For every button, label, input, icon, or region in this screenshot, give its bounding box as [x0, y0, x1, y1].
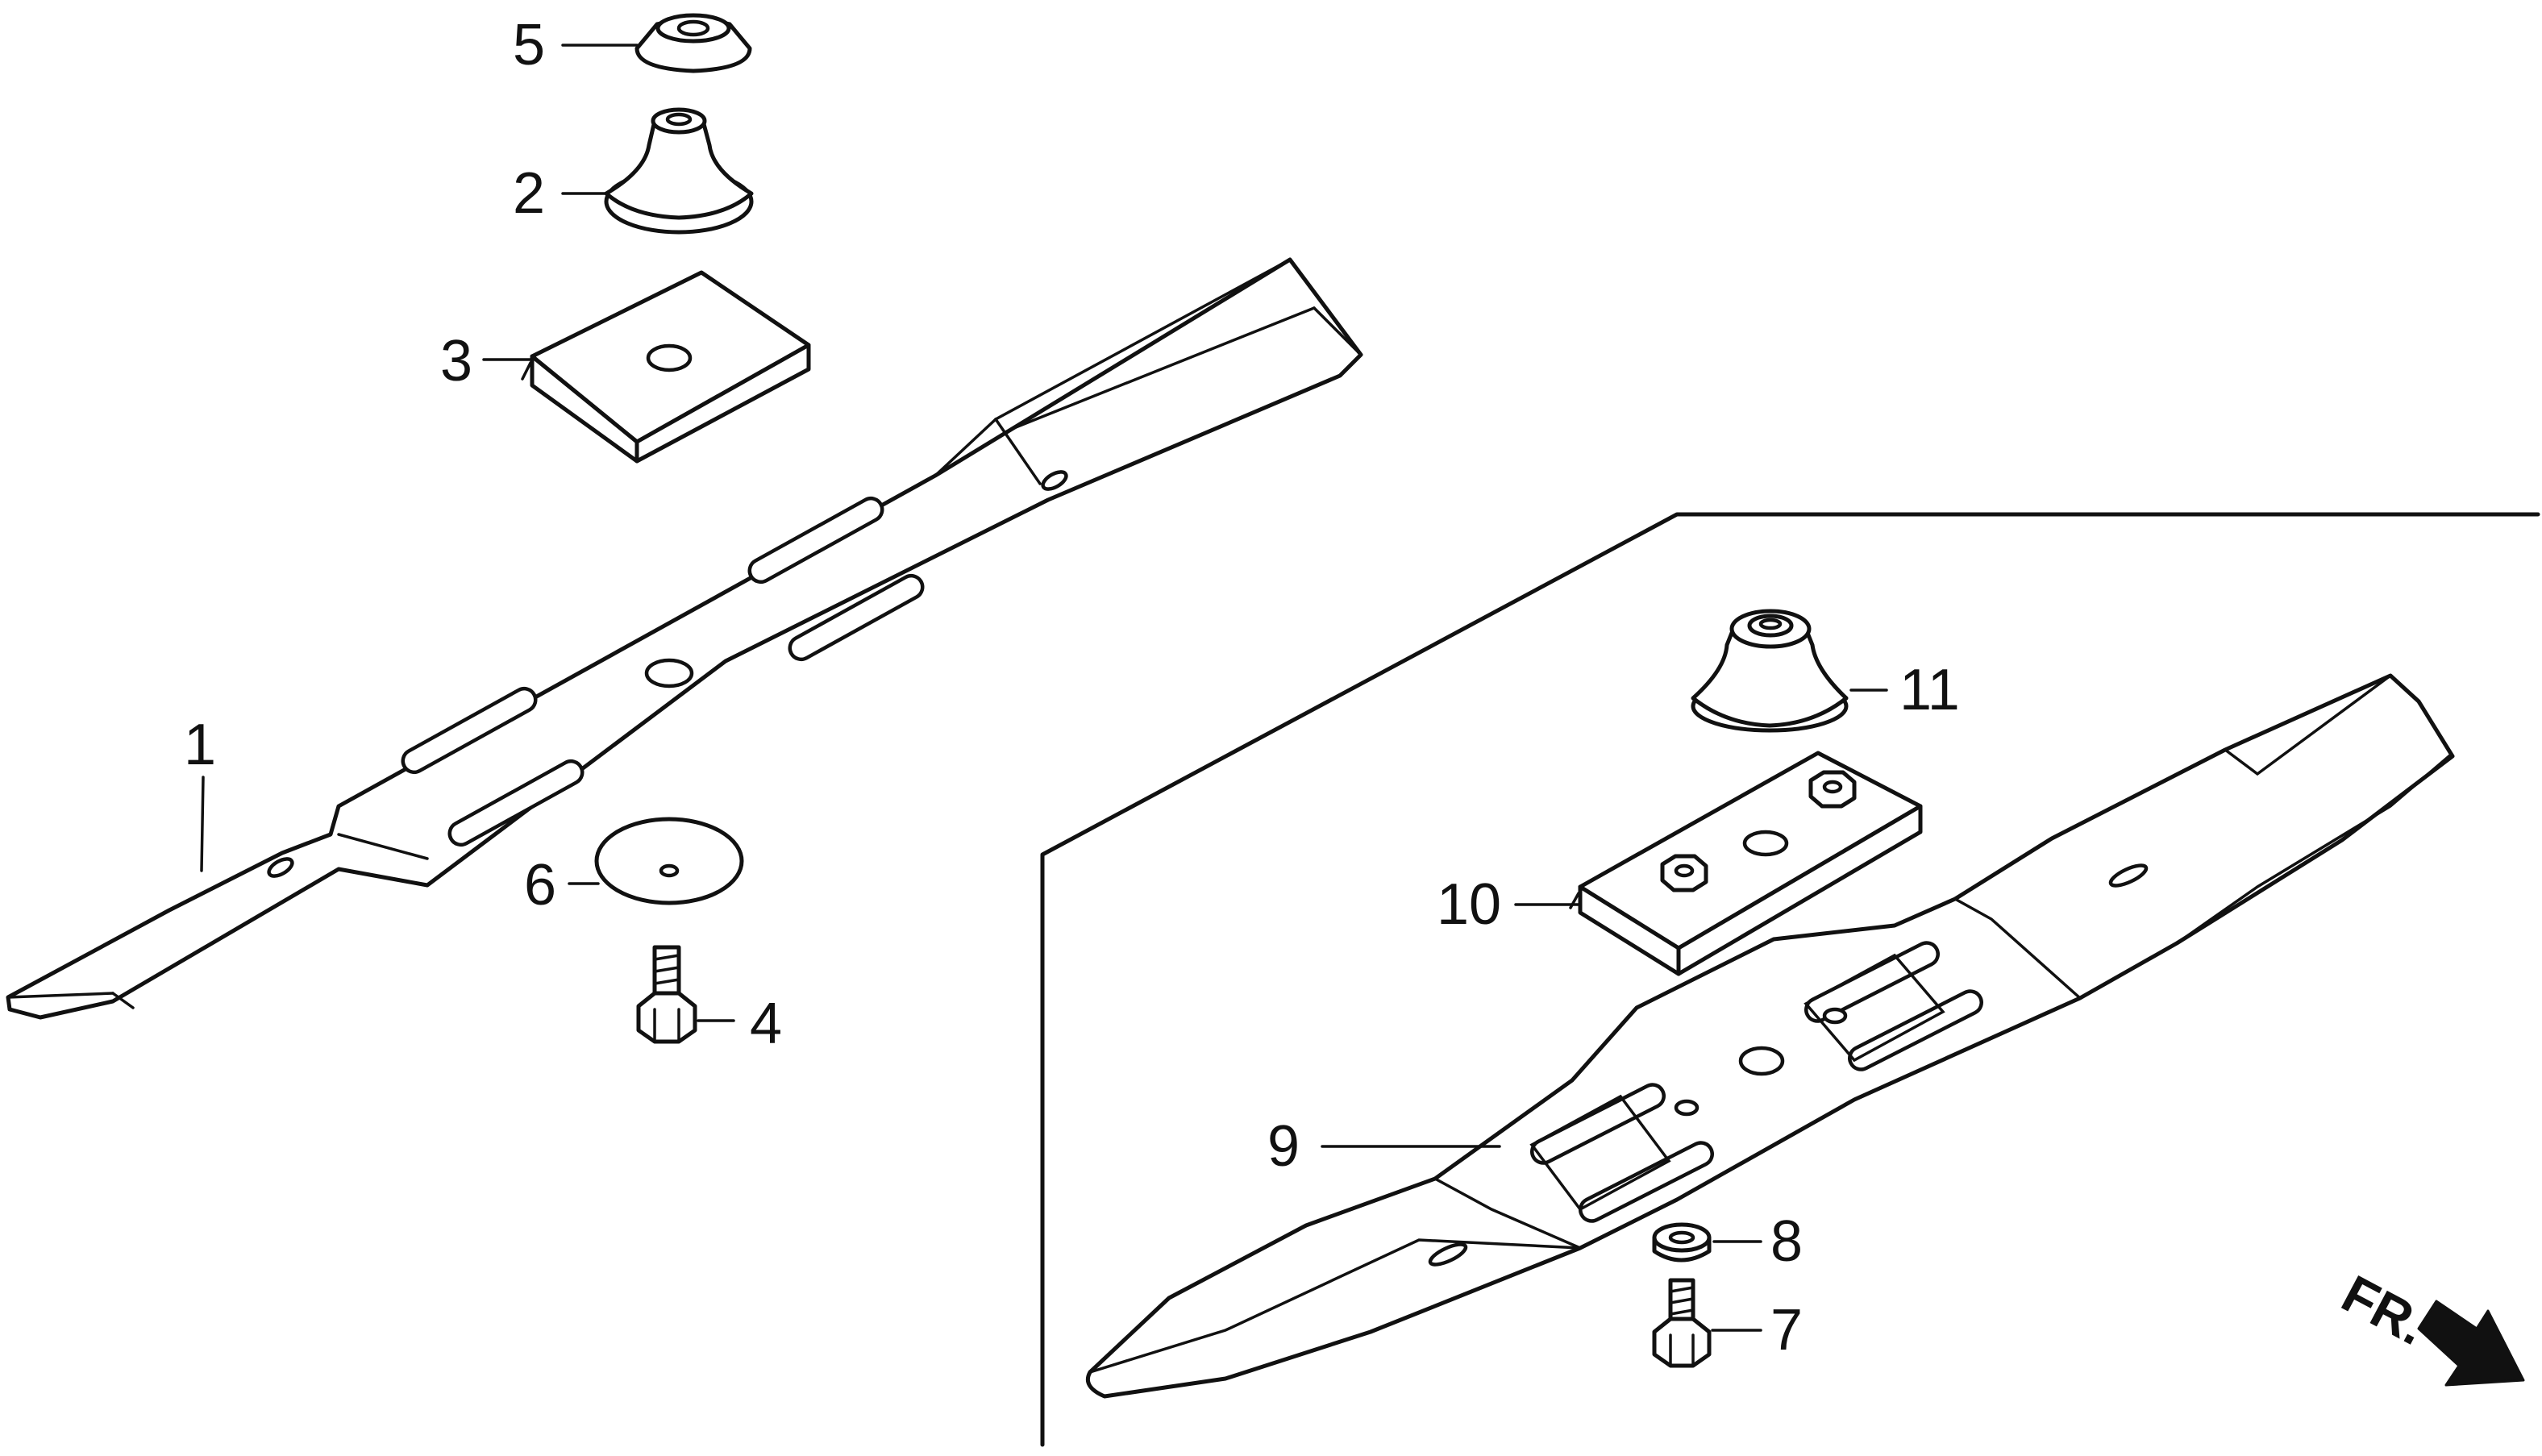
stiffener-plate-part-3	[521, 270, 811, 464]
front-direction-marker: FR.	[2332, 1263, 2525, 1387]
bolt-part-7	[1652, 1278, 1712, 1368]
callout-10: 10	[1437, 872, 1501, 937]
callout-9: 9	[1267, 1114, 1300, 1179]
bolt-part-4	[636, 945, 697, 1044]
washer-part-6	[594, 817, 744, 905]
collar-part-5	[634, 13, 752, 73]
panel-border	[1040, 512, 2540, 1447]
callout-7: 7	[1770, 1298, 1803, 1362]
holder-part-2	[604, 107, 754, 235]
weld-nut	[1660, 854, 1708, 892]
blade-part-9	[1085, 673, 2455, 1399]
callout-2: 2	[513, 161, 545, 226]
weld-nut	[1808, 770, 1857, 809]
callout-4: 4	[750, 992, 782, 1056]
callout-1: 1	[184, 713, 216, 777]
holder-part-11	[1691, 609, 1849, 733]
callout-11: 11	[1899, 658, 1960, 722]
front-label: FR.	[2332, 1263, 2436, 1356]
washer-part-8	[1652, 1222, 1712, 1263]
arrow-right-down-icon	[2417, 1300, 2525, 1387]
callout-6: 6	[524, 853, 556, 917]
callout-8: 8	[1770, 1209, 1803, 1274]
blade-part-1	[6, 257, 1363, 1020]
stiffener-plate-part-10	[1569, 751, 1923, 976]
callout-3: 3	[440, 329, 472, 393]
callout-5: 5	[513, 13, 545, 77]
leader-lines	[200, 44, 1888, 1332]
